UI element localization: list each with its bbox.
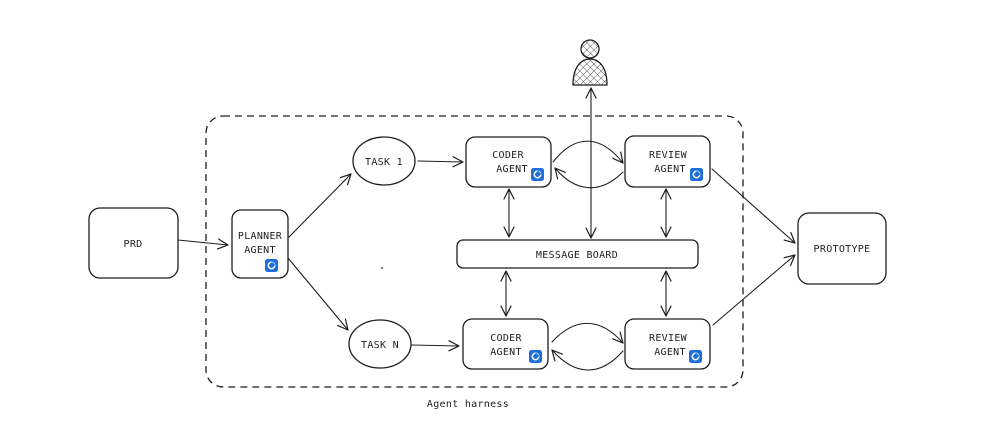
node-review-top-label-line1: REVIEW — [649, 150, 688, 161]
edge-planner-task1 — [287, 173, 352, 239]
edge-planner-taskn — [287, 257, 349, 331]
stray-dot — [381, 267, 383, 269]
node-task-n-label: TASK N — [361, 340, 399, 351]
agent-badge-icon — [264, 258, 279, 273]
node-coder-top-label-line1: CODER — [492, 150, 524, 161]
node-coder-bottom-label-line1: CODER — [490, 333, 522, 344]
edge-review-top-prototype — [711, 168, 796, 244]
node-planner-label-line1: PLANNER — [238, 231, 283, 242]
node-prototype: PROTOTYPE — [797, 212, 887, 285]
node-coder-agent-top: CODER AGENT — [465, 136, 552, 188]
agent-harness-boundary — [205, 115, 744, 388]
node-coder-agent-bottom: CODER AGENT — [462, 318, 549, 370]
edge-task1-coder — [417, 156, 464, 168]
node-review-agent-top: REVIEW AGENT — [624, 135, 711, 188]
edge-review-coder-bottom-back — [551, 349, 624, 371]
node-coder-bottom-label-line2: AGENT — [490, 347, 522, 358]
edge-coder-review-bottom-forward — [551, 322, 624, 344]
edge-review-bottom-prototype — [712, 254, 796, 326]
edges — [177, 87, 796, 371]
agent-harness-label: Agent harness — [427, 399, 509, 410]
node-planner-label-line2: AGENT — [244, 245, 276, 256]
edge-taskn-coder — [411, 340, 460, 352]
agent-badge-icon — [689, 167, 704, 182]
person-icon — [572, 39, 608, 86]
node-review-top-label-line2: AGENT — [654, 164, 686, 175]
edge-review-coder-top-back — [554, 167, 624, 189]
node-task-1-label: TASK 1 — [365, 157, 403, 168]
node-review-agent-bottom: REVIEW AGENT — [624, 318, 711, 370]
node-prd-label: PRD — [124, 239, 143, 250]
node-coder-top-label-line2: AGENT — [496, 164, 528, 175]
node-review-bottom-label-line2: AGENT — [654, 347, 686, 358]
node-review-bottom-label-line1: REVIEW — [649, 333, 688, 344]
node-message-board: MESSAGE BOARD — [456, 239, 699, 269]
agent-badge-icon — [530, 167, 545, 182]
agent-badge-icon — [528, 349, 543, 364]
node-prototype-label: PROTOTYPE — [814, 244, 871, 255]
node-task-1: TASK 1 — [352, 136, 416, 186]
node-task-n: TASK N — [348, 319, 412, 369]
node-prd: PRD — [88, 207, 179, 279]
node-message-board-label: MESSAGE BOARD — [536, 250, 618, 261]
edge-coder-review-top-forward — [552, 140, 624, 164]
edge-prd-planner — [177, 238, 229, 250]
node-planner-agent: PLANNER AGENT — [231, 209, 289, 279]
agent-badge-icon — [688, 349, 703, 364]
